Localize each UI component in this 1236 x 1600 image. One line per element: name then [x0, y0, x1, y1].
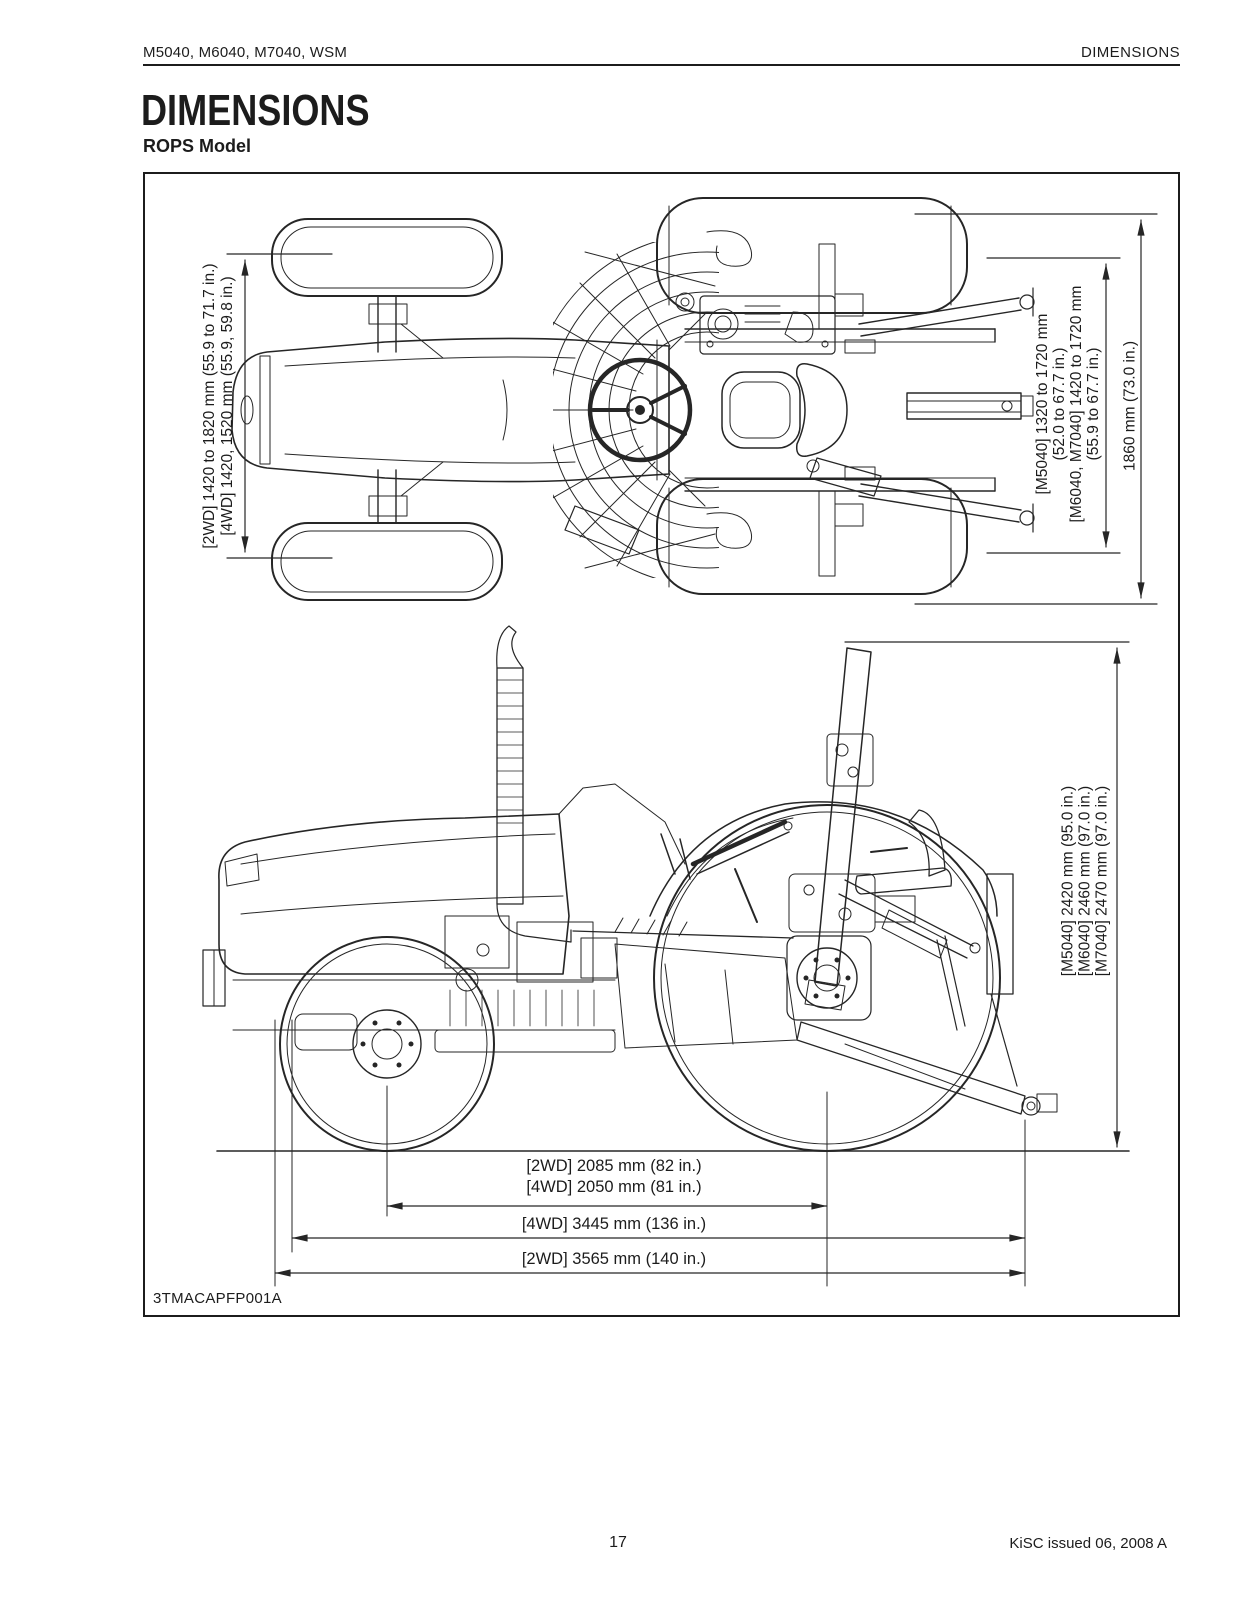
rear-tread-m5040: [M5040] 1320 to 1720 mm	[1034, 313, 1051, 495]
header-section: DIMENSIONS	[1080, 44, 1180, 61]
tractor-line-art	[202, 197, 1158, 1287]
height-m6040: [M6040] 2460 mm (97.0 in.)	[1076, 785, 1094, 977]
page-number: 17	[609, 1534, 627, 1551]
overall-width-label: 1860 mm (73.0 in.)	[1121, 340, 1139, 472]
front-tread-4wd: [4WD] 1420, 1520 mm (55.9, 59.8 in.)	[219, 276, 236, 536]
figure-code: 3TMACAPFP001A	[153, 1290, 282, 1307]
top-view	[231, 197, 1035, 601]
rear-tread-label: [M5040] 1320 to 1720 mm (52.0 to 67.7 in…	[1034, 286, 1102, 523]
height-m5040: [M5040] 2420 mm (95.0 in.)	[1059, 785, 1077, 977]
section-subtitle: ROPS Model	[143, 136, 252, 156]
side-view-dimensions	[274, 641, 1130, 1287]
wheelbase-label: [2WD] 2085 mm (82 in.) [4WD] 2050 mm (81…	[434, 1156, 794, 1198]
side-view	[202, 625, 1130, 1152]
front-tread-label: [2WD] 1420 to 1820 mm (55.9 to 71.7 in.)…	[201, 263, 237, 548]
height-m7040: [M7040] 2470 mm (97.0 in.)	[1093, 785, 1111, 977]
page-title: DIMENSIONS	[141, 86, 370, 135]
header-models: M5040, M6040, M7040, WSM	[143, 44, 348, 61]
rear-tread-m5040-in: (52.0 to 67.7 in.)	[1051, 347, 1068, 461]
rear-tread-m6040: [M6040, M7040] 1420 to 1720 mm	[1068, 285, 1085, 523]
wheelbase-2wd: [2WD] 2085 mm (82 in.)	[526, 1157, 702, 1175]
top-view-dimensions	[226, 213, 1158, 605]
dimension-figure: [2WD] 1420 to 1820 mm (55.9 to 71.7 in.)…	[143, 172, 1180, 1317]
header-rule	[143, 64, 1180, 66]
overall-length-2wd-label: [2WD] 3565 mm (140 in.)	[521, 1250, 707, 1268]
front-tread-2wd: [2WD] 1420 to 1820 mm (55.9 to 71.7 in.)	[201, 263, 218, 549]
rear-tread-m6040-in: (55.9 to 67.7 in.)	[1085, 347, 1102, 461]
issue-note: KiSC issued 06, 2008 A	[1009, 1535, 1167, 1552]
wheelbase-4wd: [4WD] 2050 mm (81 in.)	[526, 1178, 702, 1197]
overall-length-4wd-label: [4WD] 3445 mm (136 in.)	[521, 1215, 707, 1233]
overall-height-label: [M5040] 2420 mm (95.0 in.) [M6040] 2460 …	[1060, 786, 1111, 976]
